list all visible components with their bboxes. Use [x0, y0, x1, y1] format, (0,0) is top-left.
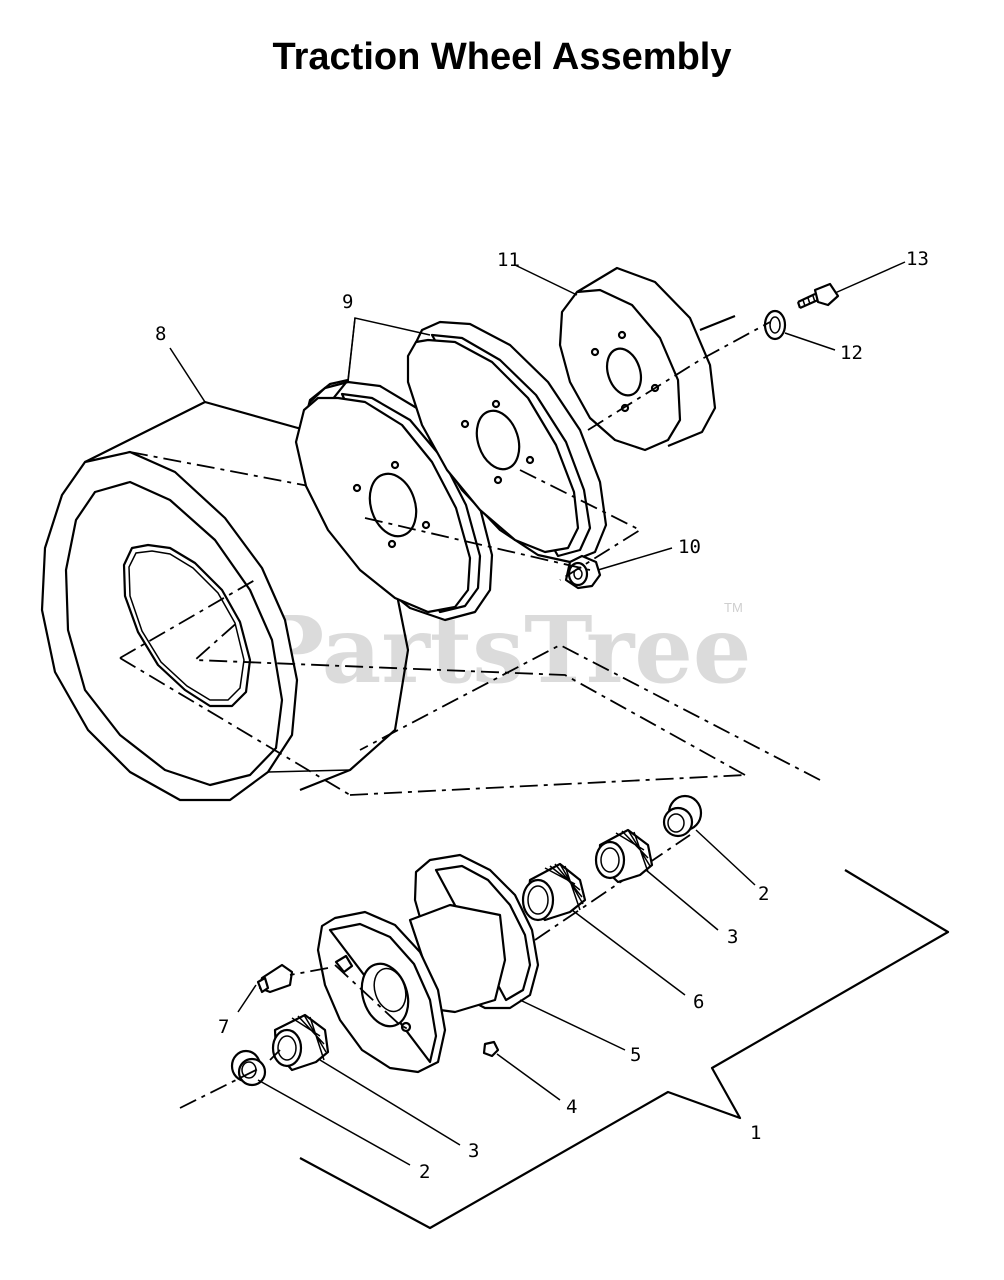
callout-7: 7 — [218, 1016, 229, 1038]
watermark-trademark: TM — [724, 600, 743, 615]
callout-1: 1 — [750, 1122, 761, 1144]
bolt-part-13[interactable] — [796, 282, 840, 310]
bearing-lower-part-3[interactable] — [271, 1013, 330, 1072]
callout-5: 5 — [630, 1044, 641, 1066]
callout-2-upper: 2 — [758, 883, 769, 905]
watermark: PartsTree — [255, 596, 751, 704]
wheel-half-rear-part-9[interactable] — [406, 320, 608, 564]
leader-lines — [169, 261, 906, 1166]
callout-labels: 8 9 11 13 12 10 2 3 6 5 4 1 3 2 7 — [155, 248, 929, 1183]
callout-4: 4 — [566, 1096, 577, 1118]
grease-fitting-part-7[interactable] — [256, 963, 294, 994]
callout-3-upper: 3 — [727, 926, 738, 948]
bushing-upper-part-2[interactable] — [662, 794, 703, 838]
page-title: Traction Wheel Assembly — [272, 36, 732, 78]
callout-10: 10 — [678, 536, 701, 558]
retaining-clip-part-12[interactable] — [763, 309, 787, 341]
assembly-lines-lower — [179, 964, 411, 1109]
callout-13: 13 — [906, 248, 929, 270]
hub-part-5[interactable] — [316, 834, 691, 1074]
callout-12: 12 — [840, 342, 863, 364]
callout-3-lower: 3 — [468, 1140, 479, 1162]
callout-9: 9 — [342, 291, 353, 313]
assembly-lines-upper — [119, 314, 821, 796]
spacer-part-10[interactable] — [564, 554, 602, 590]
callout-6: 6 — [693, 991, 704, 1013]
bearing-upper-part-3[interactable] — [594, 828, 654, 884]
hub-cap-part-11[interactable] — [558, 266, 717, 452]
set-screw-part-4[interactable] — [482, 1040, 500, 1058]
bushing-lower-part-2[interactable] — [230, 1049, 267, 1087]
hub-assembly-bracket-part-1 — [299, 869, 950, 1230]
needle-bearing-part-6[interactable] — [521, 862, 587, 922]
tire-part-8[interactable] — [40, 400, 410, 802]
callout-2-lower: 2 — [419, 1161, 430, 1183]
callout-8: 8 — [155, 323, 166, 345]
callout-11: 11 — [497, 249, 520, 271]
